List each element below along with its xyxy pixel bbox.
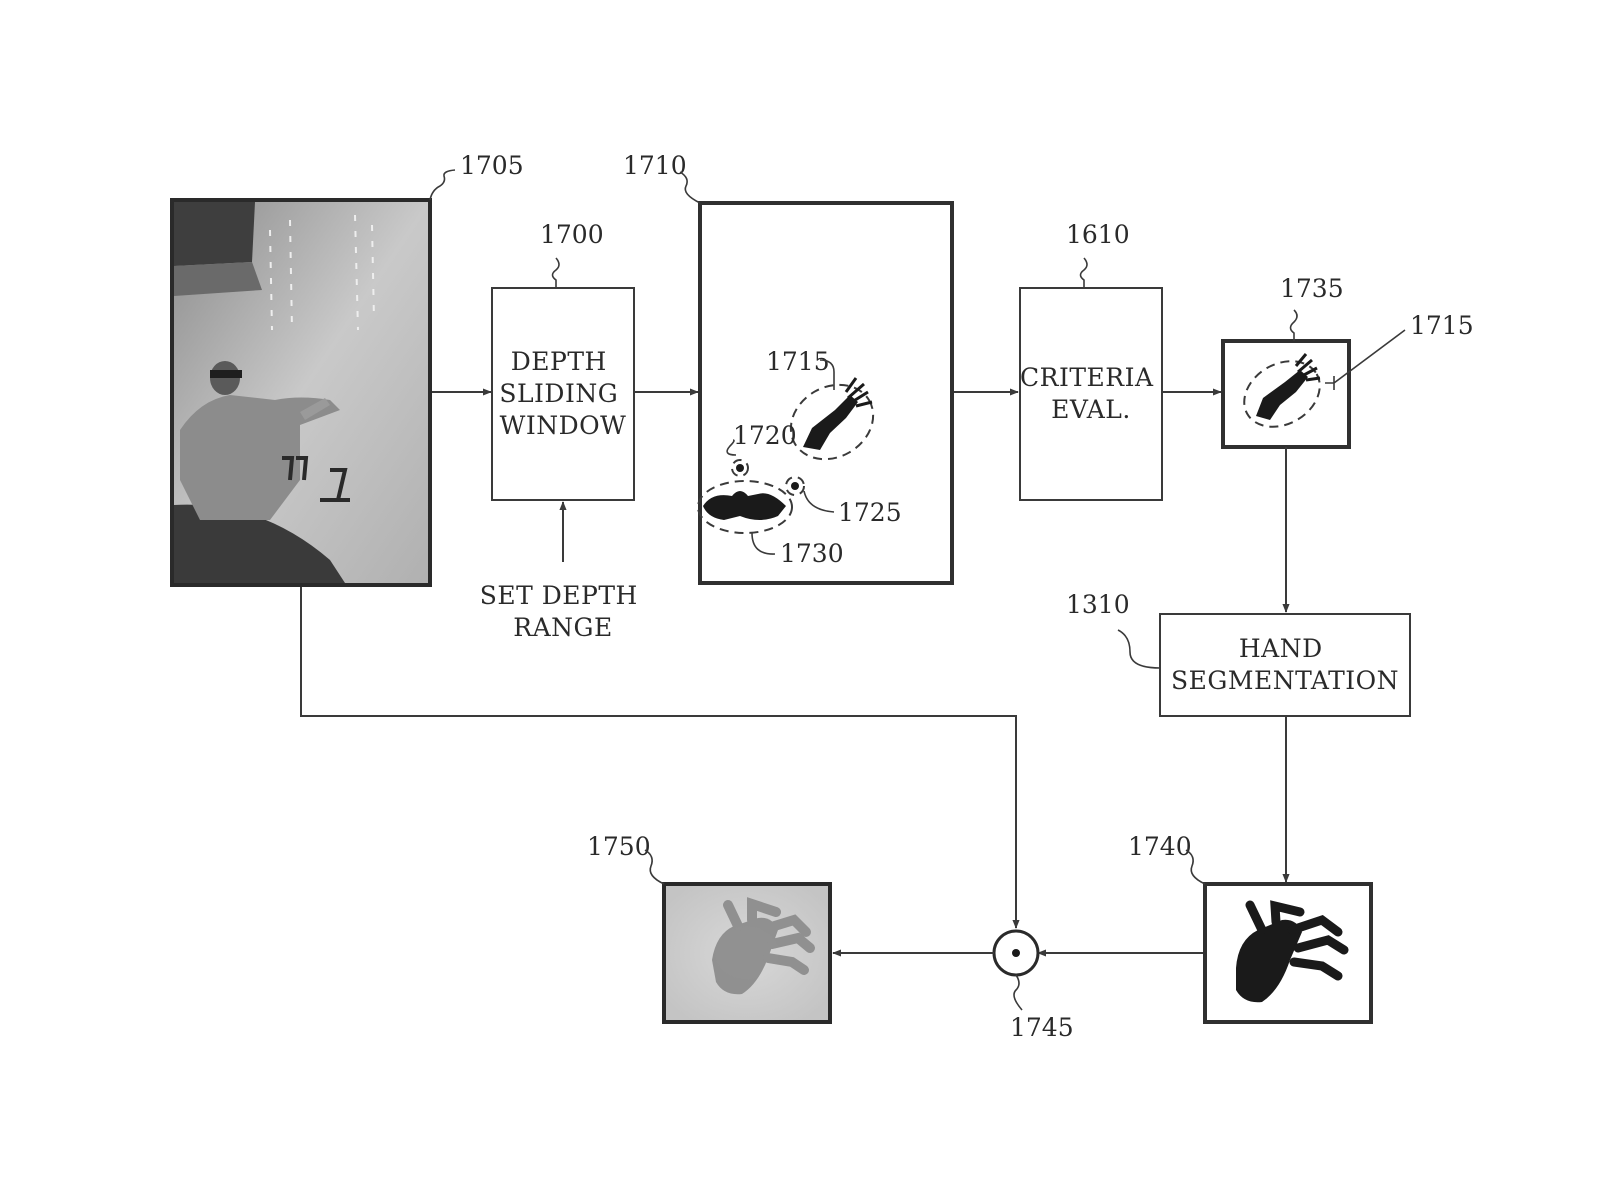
- candidate-hand-silhouette: [803, 377, 873, 450]
- leader-1725: [803, 490, 835, 513]
- ref-1720: 1720: [733, 421, 797, 450]
- leader-1715-selected: [1325, 329, 1406, 390]
- leader-1705: [429, 169, 456, 201]
- ref-1715-candidate: 1715: [766, 347, 830, 376]
- leader-1740: [1185, 849, 1206, 885]
- leader-1310: [1117, 629, 1161, 669]
- hand-segmentation-label: HAND SEGMENTATION: [1171, 634, 1399, 695]
- depth-sliding-window-block: [491, 287, 635, 501]
- candidate-small-blob-1725: [791, 482, 799, 490]
- ref-1740: 1740: [1128, 832, 1192, 861]
- hand-mask-silhouette: [1236, 900, 1349, 1003]
- selected-hand-silhouette: [1256, 353, 1321, 420]
- leader-1715-candidate: [819, 359, 835, 390]
- depth-sliding-window-label: DEPTH SLIDING WINDOW: [499, 347, 626, 440]
- criteria-eval-label: CRITERIA EVAL.: [1020, 363, 1162, 424]
- candidate-body-outline-1730: [697, 480, 793, 534]
- candidate-body-blob-1730: [703, 491, 786, 520]
- ref-1750: 1750: [587, 832, 651, 861]
- ref-1745: 1745: [1010, 1013, 1074, 1042]
- ref-1735: 1735: [1280, 274, 1344, 303]
- ref-1705: 1705: [460, 151, 524, 180]
- set-depth-range-label: SET DEPTH RANGE: [480, 581, 647, 642]
- ref-1730: 1730: [780, 539, 844, 568]
- ref-1610: 1610: [1066, 220, 1130, 249]
- ref-1700: 1700: [540, 220, 604, 249]
- leader-1730: [751, 532, 776, 555]
- input-depth-image: [170, 198, 432, 587]
- leader-1710: [679, 171, 701, 204]
- criteria-eval-block: [1019, 287, 1163, 501]
- leader-1750: [644, 849, 665, 885]
- leader-1610: [1079, 257, 1088, 288]
- candidate-small-blob-1720: [736, 464, 744, 472]
- candidate-hand-outline: [789, 383, 875, 461]
- arrow-image-to-combiner: [300, 587, 1020, 929]
- leader-1735: [1289, 309, 1298, 341]
- ref-1725: 1725: [838, 498, 902, 527]
- ref-1710: 1710: [623, 151, 687, 180]
- candidate-small-outline-1720: [731, 459, 749, 477]
- ref-1310: 1310: [1066, 590, 1130, 619]
- selected-hand-outline: [1243, 360, 1321, 428]
- leader-1745: [1013, 974, 1023, 1011]
- leader-1720: [726, 439, 737, 456]
- ref-1715-selected: 1715: [1410, 311, 1474, 340]
- candidate-small-outline-1725: [785, 476, 805, 496]
- leader-1700: [551, 257, 560, 288]
- candidate-regions-frame: [698, 201, 954, 585]
- output-hand-blur: [712, 897, 815, 995]
- hand-segmentation-block: [1159, 613, 1411, 717]
- combiner-dot-icon: [1012, 949, 1020, 957]
